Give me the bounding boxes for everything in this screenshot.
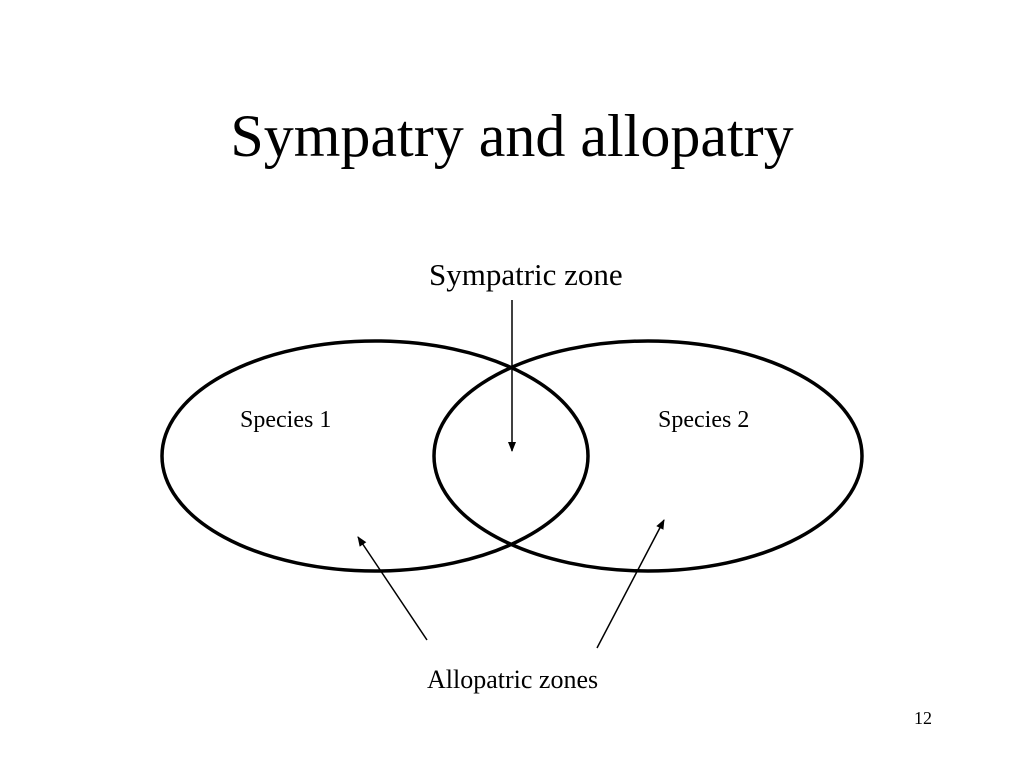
allopatric-zones-label: Allopatric zones — [427, 665, 599, 694]
species-2-range-ellipse — [432, 339, 864, 573]
page-number: 12 — [914, 708, 932, 728]
allopatric-zone-arrow-right — [596, 519, 665, 649]
sympatric-zone-label: Sympatric zone — [429, 257, 623, 292]
species-1-label: Species 1 — [240, 407, 332, 433]
species-1-range-ellipse — [160, 339, 590, 573]
slide-title: Sympatry and allopatry — [230, 103, 794, 169]
species-2-label: Species 2 — [658, 407, 750, 433]
allopatric-zone-arrow-left — [357, 536, 428, 641]
